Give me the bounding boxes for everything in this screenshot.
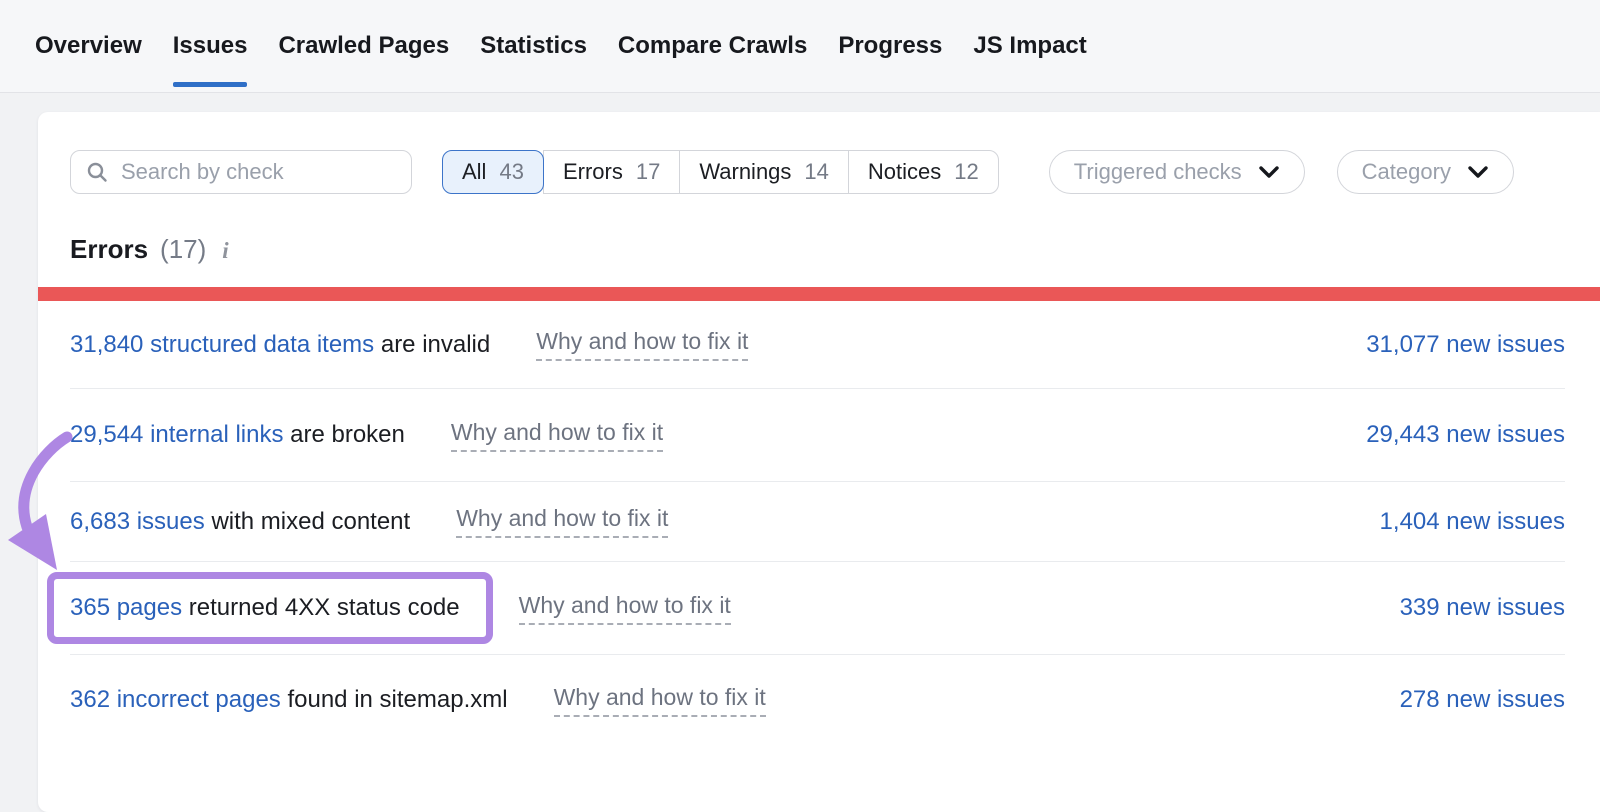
why-how-link[interactable]: Why and how to fix it — [450, 419, 664, 452]
filter-errors-count: 17 — [635, 159, 661, 184]
tab-progress[interactable]: Progress — [838, 32, 943, 59]
severity-filter-group: All 43 Errors 17 Warnings 14 Notices 12 — [442, 150, 999, 194]
issue-row-left: 365 pages returned 4XX status code Why a… — [47, 572, 731, 644]
new-issues-link[interactable]: 1,404 new issues — [1379, 507, 1565, 535]
issue-rest: returned 4XX status code — [188, 594, 460, 621]
category-dropdown[interactable]: Category — [1336, 150, 1514, 194]
issue-row: 362 incorrect pages found in sitemap.xml… — [70, 655, 1565, 745]
new-issues-link[interactable]: 339 new issues — [1399, 594, 1565, 621]
issue-rest: are invalid — [380, 330, 491, 358]
filter-notices-label: Notices — [867, 159, 942, 184]
tab-compare-crawls[interactable]: Compare Crawls — [617, 32, 808, 59]
issue-text: 29,544 internal links are broken — [70, 421, 405, 449]
filter-warnings-count: 14 — [804, 159, 829, 184]
filters-bar: All 43 Errors 17 Warnings 14 Notices 12 … — [70, 150, 1565, 194]
filter-all-label: All — [462, 159, 487, 184]
issue-link[interactable]: 29,544 internal links — [70, 421, 284, 448]
issue-text: 6,683 issues with mixed content — [70, 508, 410, 536]
issue-row-left: 362 incorrect pages found in sitemap.xml… — [70, 684, 766, 717]
why-how-link[interactable]: Why and how to fix it — [518, 592, 731, 625]
issue-link[interactable]: 31,840 structured data items — [70, 330, 375, 358]
filter-errors[interactable]: Errors 17 — [542, 150, 681, 194]
errors-section-count: (17) — [160, 234, 207, 264]
issue-row: 29,544 internal links are broken Why and… — [70, 389, 1565, 482]
why-how-link[interactable]: Why and how to fix it — [536, 328, 749, 361]
new-issues-link[interactable]: 31,077 new issues — [1366, 330, 1565, 358]
search-input[interactable] — [119, 158, 397, 186]
issue-text: 362 incorrect pages found in sitemap.xml — [70, 686, 508, 714]
why-how-link[interactable]: Why and how to fix it — [553, 684, 766, 717]
errors-section-title: Errors — [70, 234, 149, 264]
why-how-link[interactable]: Why and how to fix it — [456, 505, 669, 538]
tab-js-impact[interactable]: JS Impact — [973, 32, 1087, 59]
tab-overview[interactable]: Overview — [35, 32, 142, 59]
triggered-checks-label: Triggered checks — [1073, 159, 1242, 184]
issue-row-left: 6,683 issues with mixed content Why and … — [70, 505, 669, 538]
issue-link[interactable]: 362 incorrect pages — [70, 686, 281, 713]
filter-all[interactable]: All 43 — [442, 150, 544, 194]
issue-rest: found in sitemap.xml — [287, 686, 508, 713]
issue-row: 31,840 structured data items are invalid… — [70, 301, 1565, 389]
search-by-check-field[interactable] — [70, 150, 412, 194]
annotation-highlight-box: 365 pages returned 4XX status code — [47, 572, 493, 644]
issues-panel-content: All 43 Errors 17 Warnings 14 Notices 12 … — [38, 112, 1600, 745]
issue-rest: with mixed content — [211, 507, 411, 535]
filter-all-count: 43 — [499, 159, 524, 184]
errors-section-header: Errors (17) i — [70, 234, 1565, 265]
issues-list: 31,840 structured data items are invalid… — [47, 301, 1565, 745]
issue-link[interactable]: 6,683 issues — [70, 507, 205, 535]
filter-notices[interactable]: Notices 12 — [847, 150, 999, 194]
filter-warnings-label: Warnings — [699, 159, 792, 184]
issue-rest: are broken — [290, 421, 405, 448]
issue-row-left: 29,544 internal links are broken Why and… — [70, 419, 664, 452]
new-issues-link[interactable]: 278 new issues — [1399, 686, 1565, 713]
issue-row: 365 pages returned 4XX status code Why a… — [47, 562, 1565, 655]
filter-warnings[interactable]: Warnings 14 — [679, 150, 849, 194]
new-issues-link[interactable]: 29,443 new issues — [1366, 421, 1565, 448]
tab-bar: Overview Issues Crawled Pages Statistics… — [0, 0, 1600, 93]
tab-statistics[interactable]: Statistics — [480, 32, 587, 59]
issue-row-left: 31,840 structured data items are invalid… — [70, 328, 749, 361]
issue-text: 365 pages returned 4XX status code — [70, 594, 460, 621]
triggered-checks-dropdown[interactable]: Triggered checks — [1048, 150, 1305, 194]
filter-notices-count: 12 — [954, 159, 979, 184]
issues-panel: All 43 Errors 17 Warnings 14 Notices 12 … — [38, 112, 1600, 812]
chevron-down-icon — [1258, 165, 1280, 179]
chevron-down-icon — [1467, 165, 1489, 179]
tab-crawled-pages[interactable]: Crawled Pages — [278, 32, 450, 59]
tab-issues[interactable]: Issues — [172, 0, 247, 92]
issue-text: 31,840 structured data items are invalid — [70, 331, 490, 359]
issue-row: 6,683 issues with mixed content Why and … — [70, 482, 1565, 562]
info-icon[interactable]: i — [222, 238, 229, 263]
category-label: Category — [1361, 159, 1451, 184]
issue-link[interactable]: 365 pages — [70, 594, 183, 621]
filter-errors-label: Errors — [562, 159, 623, 184]
errors-severity-bar — [38, 287, 1600, 301]
search-icon — [85, 160, 109, 184]
